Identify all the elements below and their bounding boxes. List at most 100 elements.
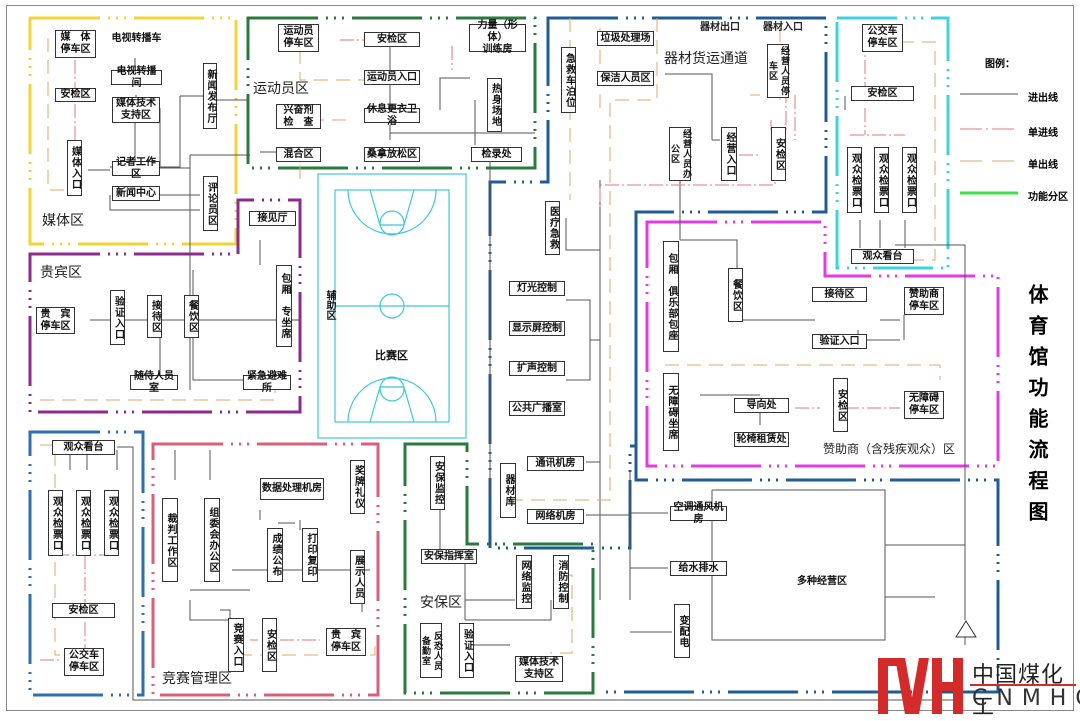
logo-mark-part [953,658,963,714]
box-accessible-parking: 无障碍 停车区 [904,391,944,419]
page-title: 体育馆功能流程图 [1025,284,1049,532]
logo-divider [970,684,1076,686]
box-emergency-shelter: 紧急避难所 [243,371,291,394]
box-sponsor-dining: 餐饮区 [728,268,743,322]
box-comp-vip-parking: 贵 宾 停车区 [326,628,366,656]
legend-label-in-out: 进出线 [1028,93,1058,104]
logo-mark-part [878,658,902,666]
box-referee: 裁判工作区 [162,498,178,582]
box-ticket-south-2: 观众检票口 [76,490,91,556]
box-broadcast: 公共广播室 [509,401,565,416]
box-sponsor-security: 安检区 [833,378,848,432]
zone-label-media: 媒体区 [42,213,84,229]
label-court-main: 比赛区 [375,349,408,362]
diagram-frame [6,5,1074,711]
zone-label-sponsor: 赞助商（含残疾观众）区 [823,442,956,456]
legend-swatches [960,93,1018,195]
box-mgmt-parking: 经营人员停车区 [767,44,789,98]
box-spectator-security-north: 安检区 [851,86,914,101]
zone-label-athlete: 运动员区 [253,81,309,97]
box-media-security: 安检区 [55,88,96,102]
box-accessible-seats: 无障碍坐席 [663,373,679,451]
box-wheelchair-rental: 轮椅租赁处 [734,432,789,447]
box-ticket-south-3: 观众检票口 [104,490,119,556]
label-equip-exit: 器材出口 [700,22,740,33]
box-sec-command: 安保指挥室 [421,549,477,564]
zone-outline-spectator-north [835,16,950,270]
box-escort-room: 随侍人员室 [130,371,178,394]
box-equip-store: 器材库 [500,463,516,518]
legend-label-in: 单进线 [1028,128,1058,139]
box-warmup: 热身场地 [487,78,502,132]
box-sponsor-parking: 赞助商 停车区 [904,287,944,315]
box-commentator: 评论员区 [203,176,218,231]
triangle-icon [955,620,977,638]
box-hvac: 空调通风机房 [670,502,727,525]
box-committee: 组委会办公区 [204,498,220,582]
box-athlete-entry: 运动员入口 [364,70,420,85]
box-athlete-security: 安检区 [364,32,420,47]
zone-outline-service [604,214,1000,694]
zone-outline-equipment [488,16,828,550]
box-rest-room: 休息更衣卫浴 [364,104,420,127]
box-comp-entry: 竞赛入口 [228,618,244,672]
box-exhibitors: 展示人员 [350,550,365,604]
box-vip-dining: 餐饮区 [184,295,199,338]
zone-label-equipment: 器材货运通道 [664,51,748,67]
box-vip-verify: 验证入口 [110,290,125,345]
box-stand-south: 观众看台 [52,440,115,455]
label-equip-entry: 器材入口 [763,22,803,33]
box-ambulance: 急救车泊位 [561,47,576,113]
box-reporter-area: 记者工作区 [112,157,160,180]
box-light-ctrl: 灯光控制 [509,281,565,296]
box-mgmt-security: 安检区 [771,127,786,181]
box-ticket-north-3: 观众检票口 [902,147,917,213]
box-net-monitor: 网络监控 [516,555,532,609]
zone-outline-athlete [246,16,537,170]
box-doping: 兴奋剂 检 查 [276,104,321,129]
box-screen-ctrl: 显示屏控制 [509,321,565,336]
box-ticket-north-2: 观众检票口 [874,147,889,213]
box-fire-ctrl: 消防控制 [553,555,569,609]
box-medical: 医疗急救 [545,201,560,255]
logo-mark-part [932,682,962,691]
box-press-hall: 新闻发布厅 [203,63,217,129]
box-telecom: 通讯机房 [527,456,584,471]
legend-label-zone: 功能分区 [1028,192,1068,203]
box-tv-truck: 电视转播车 [111,32,162,46]
box-stretcher: 桑拿放松区 [364,147,420,162]
zone-outline-competition [151,442,380,697]
zone-outline-spectator-south [28,430,145,697]
box-award: 奖牌礼仪 [350,460,365,514]
box-cleaning: 保洁人员区 [597,71,654,86]
box-club-box: 包厢 俱乐部包座 [663,241,679,352]
box-sponsor-reception: 接待区 [812,287,867,302]
box-vip-reception: 接待区 [147,295,162,338]
box-strength-room: 力量（形体） 训练房 [469,20,526,55]
box-sec-verify: 验证入口 [459,623,474,678]
box-media-entry: 媒体入口 [67,140,82,196]
box-media-parking: 媒 体 停车区 [55,30,96,58]
box-tv-room: 电视转播间 [111,66,162,89]
box-athlete-parking: 运动员 停车区 [278,24,319,52]
box-reception-hall: 接见厅 [249,211,296,226]
court-drawing [317,173,467,439]
box-anti-terror: 反恐人员 备勤室 [420,623,442,678]
label-court-aux: 辅助区 [324,290,335,320]
box-vip-box: 包厢 专坐席 [276,265,292,347]
box-sound-ctrl: 扩声控制 [509,361,565,376]
legend-label-out: 单出线 [1028,160,1058,171]
box-stand-north: 观众看台 [851,249,914,264]
zone-label-vip: 贵宾区 [40,265,82,281]
box-news-center: 新闻中心 [112,186,160,201]
box-retail: 多种经营区 [797,575,847,587]
box-media-tech: 媒体技术 支持区 [112,97,160,123]
zone-label-security: 安保区 [420,595,462,611]
box-ticket-south-1: 观众检票口 [48,490,63,556]
zone-outline-sponsor [645,220,1000,468]
box-sec-monitor: 安保监控 [430,456,445,510]
box-power: 变配电 [674,604,690,658]
box-results: 成绩公布 [267,528,283,582]
box-guide-desk: 导向处 [734,398,789,413]
